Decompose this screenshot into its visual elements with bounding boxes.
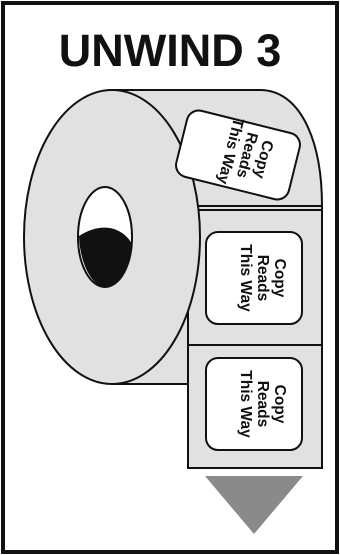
diagram-title: UNWIND 3 <box>59 25 282 76</box>
arrow-down-icon <box>205 476 303 534</box>
web-label-1-line2: Reads <box>254 255 271 302</box>
web-label-1-outline <box>205 231 303 325</box>
web-label-1-line1: Copy <box>271 259 288 298</box>
roll-top-label: Copy Reads This Way <box>175 109 301 201</box>
web-label-2-line2: Reads <box>254 381 271 428</box>
roll-core-shadow <box>79 227 132 287</box>
web-label-2-line3: This Way <box>237 370 254 438</box>
roll-top-label-outline <box>175 109 301 201</box>
web-label-2-line1: Copy <box>271 385 288 424</box>
web-label-1: Copy Reads This Way <box>205 231 303 325</box>
web-label-2-outline <box>205 357 303 451</box>
web-label-2: Copy Reads This Way <box>205 357 303 451</box>
web-label-1-line3: This Way <box>237 244 254 312</box>
